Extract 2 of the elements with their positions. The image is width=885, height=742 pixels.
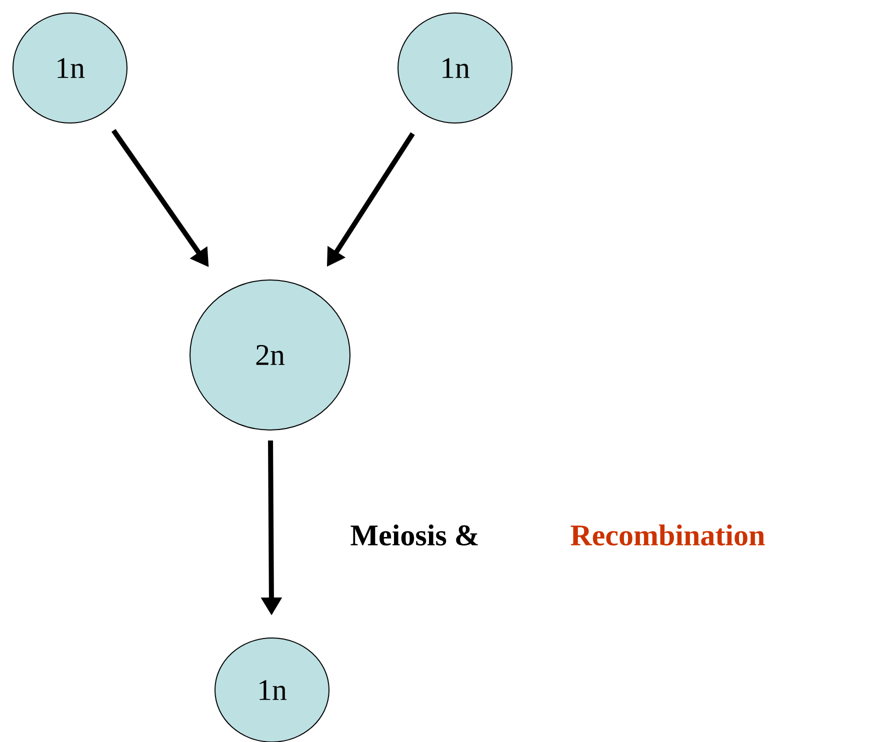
process-label: Recombination: [570, 524, 765, 546]
process-label: Meiosis &: [350, 524, 478, 546]
